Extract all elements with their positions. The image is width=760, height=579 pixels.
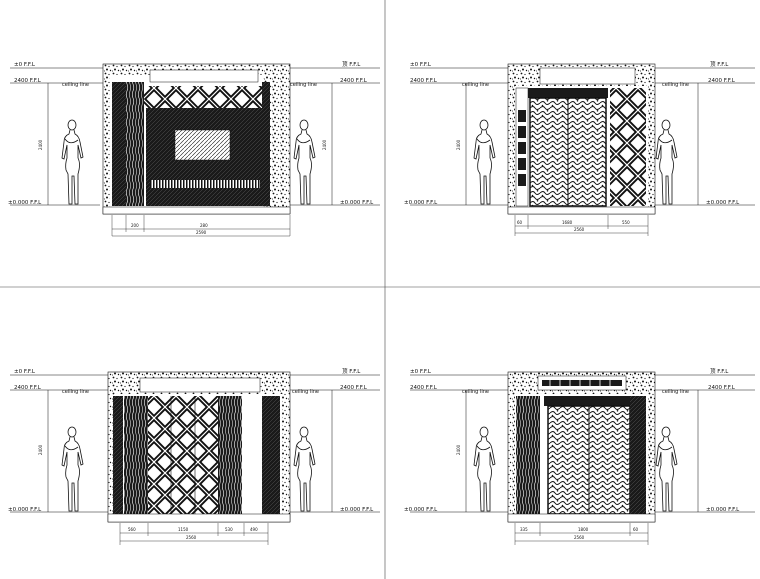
dim-d-2: 1800 bbox=[578, 527, 589, 532]
ceiling-line-label-d: ceiling line bbox=[462, 389, 489, 395]
level-ceiling-left-d: 2400 F.F.L bbox=[410, 385, 438, 391]
scale-figure-d-left bbox=[473, 426, 496, 512]
ceiling-line-label-b-right: ceiling line bbox=[662, 82, 689, 88]
dim-b-total: 2560 bbox=[574, 227, 585, 232]
level-floor-left-c: ±0.000 F.F.L bbox=[8, 507, 42, 513]
height-dim-c: 2400 bbox=[38, 444, 43, 455]
level-floor-right-b: ±0.000 F.F.L bbox=[706, 200, 740, 206]
dim-b-2: 1680 bbox=[562, 220, 573, 225]
level-floor-right: ±0.000 F.F.L bbox=[340, 200, 374, 206]
level-top-left-b: ±0 F.F.L bbox=[410, 62, 432, 68]
level-ceiling-right: 2400 F.F.L bbox=[340, 78, 368, 84]
level-floor-right-c: ±0.000 F.F.L bbox=[340, 507, 374, 513]
level-floor-left-b: ±0.000 F.F.L bbox=[404, 200, 438, 206]
dim-c-2: 1150 bbox=[178, 527, 189, 532]
ceiling-line-label-c-right: ceiling line bbox=[292, 389, 319, 395]
scale-figure-left bbox=[61, 119, 84, 205]
level-top-left-d: ±0 F.F.L bbox=[410, 369, 432, 375]
level-floor-left: ±0.000 F.F.L bbox=[8, 200, 42, 206]
dim-d-total: 2560 bbox=[574, 535, 585, 540]
height-dim-d: 2400 bbox=[456, 444, 461, 455]
scale-figure-b-right bbox=[655, 119, 678, 205]
dim-c-1: 560 bbox=[128, 527, 136, 532]
dim-d-3: 60 bbox=[633, 527, 639, 532]
level-top-right-c: 顶 F.F.L bbox=[342, 368, 361, 375]
dim-c-4: 490 bbox=[250, 527, 258, 532]
level-floor-left-d: ±0.000 F.F.L bbox=[404, 507, 438, 513]
dim-c-3: 530 bbox=[225, 527, 233, 532]
height-dim-b: 2400 bbox=[456, 139, 461, 150]
level-top-left: ±0 F.F.L bbox=[14, 62, 36, 68]
scale-figure-c-left bbox=[61, 426, 84, 512]
height-dim-right: 2400 bbox=[322, 139, 327, 150]
dim-a-2: 280 bbox=[200, 223, 208, 228]
level-ceiling-left-b: 2400 F.F.L bbox=[410, 78, 438, 84]
elevation-c: ±0 F.F.L 2400 F.F.L ±0.000 F.F.L 顶 F.F.L… bbox=[8, 368, 380, 545]
level-ceiling-right-b: 2400 F.F.L bbox=[708, 78, 736, 84]
level-top-right: 顶 F.F.L bbox=[342, 61, 361, 68]
ceiling-line-label-c: ceiling line bbox=[62, 389, 89, 395]
dim-c-total: 2560 bbox=[186, 535, 197, 540]
dim-a-total: 2590 bbox=[196, 230, 207, 235]
dim-a-1: 200 bbox=[131, 223, 139, 228]
scale-figure-d-right bbox=[655, 426, 678, 512]
level-top-right-b: 顶 F.F.L bbox=[710, 61, 729, 68]
level-top-right-d: 顶 F.F.L bbox=[710, 368, 729, 375]
scale-figure-right bbox=[293, 119, 316, 205]
ceiling-line-label: ceiling line bbox=[62, 82, 89, 88]
level-ceiling-right-d: 2400 F.F.L bbox=[708, 385, 736, 391]
dim-b-3: 550 bbox=[622, 220, 630, 225]
ceiling-line-label-d-right: ceiling line bbox=[662, 389, 689, 395]
height-dim-left: 2400 bbox=[38, 139, 43, 150]
level-top-left-c: ±0 F.F.L bbox=[14, 369, 36, 375]
elevation-b: ±0 F.F.L 2400 F.F.L ±0.000 F.F.L 顶 F.F.L… bbox=[404, 61, 755, 236]
elevation-a: ±0 F.F.L 2400 F.F.L ±0.000 F.F.L 顶 F.F.L… bbox=[8, 61, 380, 237]
elevation-d: ±0 F.F.L 2400 F.F.L ±0.000 F.F.L 顶 F.F.L… bbox=[404, 368, 755, 545]
level-ceiling-left-c: 2400 F.F.L bbox=[14, 385, 42, 391]
ceiling-line-label-b: ceiling line bbox=[462, 82, 489, 88]
level-floor-right-d: ±0.000 F.F.L bbox=[706, 507, 740, 513]
dim-b-1: 60 bbox=[517, 220, 523, 225]
dim-d-1: 335 bbox=[520, 527, 528, 532]
scale-figure-c-right bbox=[293, 426, 316, 512]
ceiling-line-label-right: ceiling line bbox=[290, 82, 317, 88]
level-ceiling-left: 2400 F.F.L bbox=[14, 78, 42, 84]
level-ceiling-right-c: 2400 F.F.L bbox=[340, 385, 368, 391]
scale-figure-b-left bbox=[473, 119, 496, 205]
